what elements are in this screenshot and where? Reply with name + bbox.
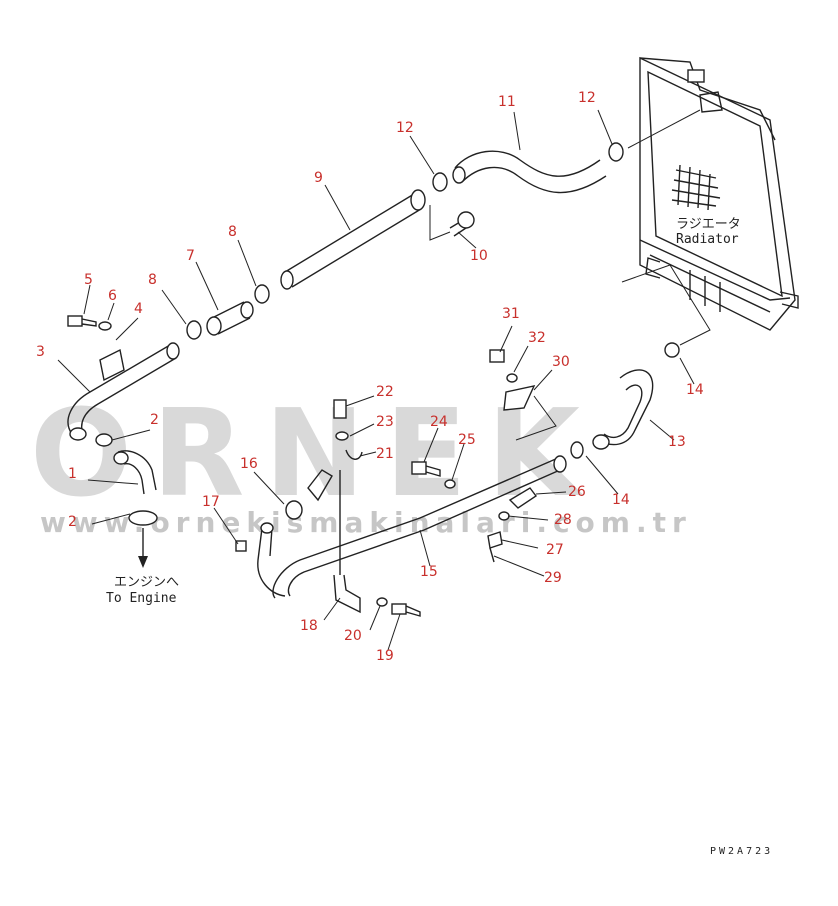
callout-17: 17 [202,494,220,510]
callout-27: 27 [546,542,564,558]
callout-9: 9 [314,170,323,186]
callout-3: 3 [36,344,45,360]
callout-15: 15 [420,564,438,580]
callout-22: 22 [376,384,394,400]
washer-32 [506,373,518,383]
hose-1 [113,450,157,495]
callout-14-right: 14 [686,382,704,398]
arrow-to-engine [138,528,148,568]
callout-11: 11 [498,94,516,110]
callout-29: 29 [544,570,562,586]
engine-label-jp: エンジンへ [114,575,179,590]
callout-28: 28 [554,512,572,528]
hose-7 [206,301,254,336]
fitting-26 [508,487,538,509]
clamp-2-lower [128,510,158,526]
callouts: 1 2 2 3 4 5 6 7 8 8 9 10 11 12 12 13 14 … [36,90,704,664]
callout-32: 32 [528,330,546,346]
callout-30: 30 [552,354,570,370]
radiator: ラジエータ Radiator [639,56,799,331]
radiator-label-jp: ラジエータ [676,217,741,232]
plug-17 [235,540,247,552]
plate-30 [503,385,536,411]
clamp-14-upper [664,342,680,358]
callout-19: 19 [376,648,394,664]
callout-26: 26 [568,484,586,500]
washer-23 [335,431,349,441]
bolt-22 [333,399,347,419]
callout-1: 1 [68,466,77,482]
washer-20 [376,597,388,607]
washer-6 [98,321,112,331]
drawing-code: PW2A723 [710,846,773,857]
callout-13: 13 [668,434,686,450]
callout-24: 24 [430,414,448,430]
cover-part [307,469,333,502]
washer-28 [498,511,510,521]
pipe-9 [280,189,426,290]
bracket-4 [99,348,125,382]
upper-hose-11 [452,150,607,194]
callout-16: 16 [240,456,258,472]
bolt-24 [411,461,441,477]
callout-12-left: 12 [396,120,414,136]
callout-21: 21 [376,446,394,462]
bracket-18 [333,470,361,614]
clamp-12-right [608,142,624,162]
callout-2-lower: 2 [68,514,77,530]
washer-25 [444,479,456,489]
hose-16 [285,500,303,520]
callout-10: 10 [470,248,488,264]
callout-23: 23 [376,414,394,430]
callout-6: 6 [108,288,117,304]
callout-4: 4 [134,301,143,317]
fitting-29 [489,547,495,563]
callout-20: 20 [344,628,362,644]
clip-21 [345,449,363,460]
clamp-12-left [432,172,448,192]
callout-12-right: 12 [578,90,596,106]
clamp-14-lower [570,441,584,459]
radiator-label-en: Radiator [676,232,739,247]
callout-14-lower: 14 [612,492,630,508]
callout-5: 5 [84,272,93,288]
fitting-27 [487,531,503,549]
clamp-8-lower [186,320,202,340]
engine-label-en: To Engine [106,591,177,606]
clamp-2-upper [95,433,113,447]
callout-2-upper: 2 [150,412,159,428]
clamp-8-upper [254,284,270,304]
callout-8-left: 8 [148,272,157,288]
hose-13 [592,369,654,450]
leader-lines [57,109,695,651]
pipe-15 [257,455,567,599]
callout-8-right: 8 [228,224,237,240]
callout-31: 31 [502,306,520,322]
bolt-19 [391,603,421,617]
bolt-10 [449,211,475,237]
callout-25: 25 [458,432,476,448]
callout-7: 7 [186,248,195,264]
callout-18: 18 [300,618,318,634]
bolt-31 [489,349,505,363]
bolt-5 [67,315,97,327]
